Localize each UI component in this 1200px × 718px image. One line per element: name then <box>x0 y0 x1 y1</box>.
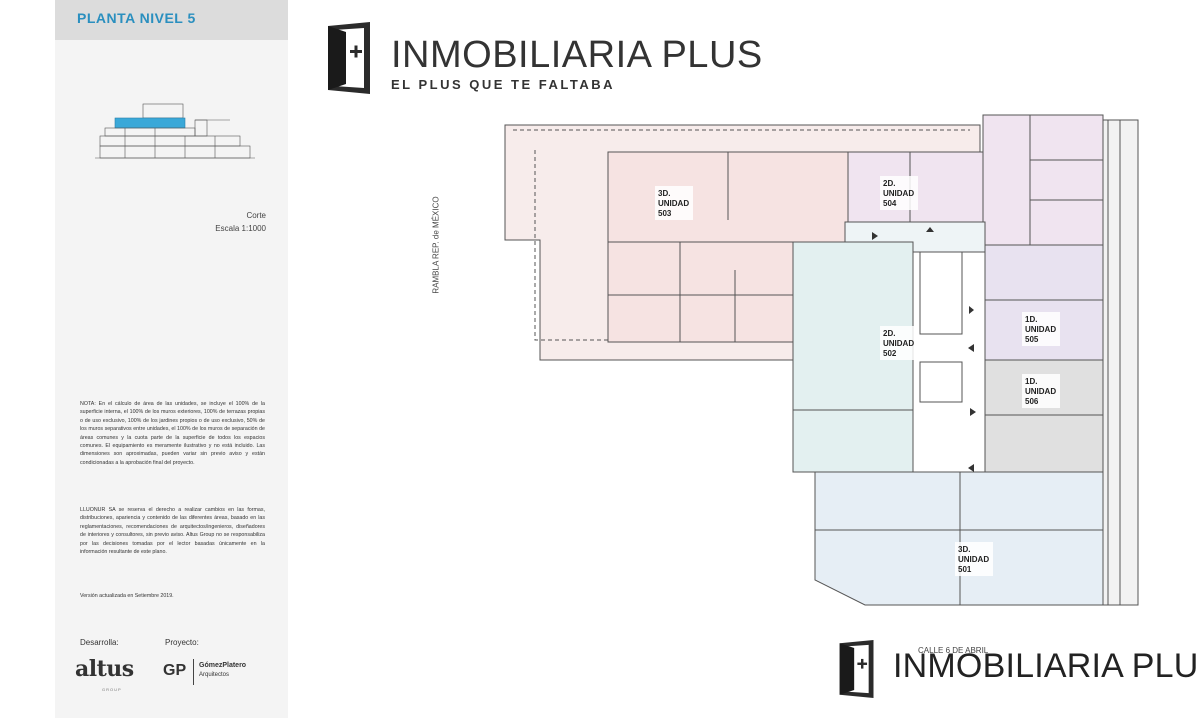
unit-label-bg <box>1022 374 1060 408</box>
unit-labels: 3D.UNIDAD5032D.UNIDAD5042D.UNIDAD5021D.U… <box>655 176 1060 576</box>
unit-506-label-number: 506 <box>1025 397 1039 406</box>
unit-502-label-type: 2D. <box>883 329 895 338</box>
building-section-thumbnail <box>95 103 255 159</box>
section-label: Corte <box>246 211 266 220</box>
door-plus-icon <box>328 22 370 94</box>
unit-label-bg <box>880 326 918 360</box>
rights-note: LLUONUR SA se reserva el derecho a reali… <box>80 507 265 556</box>
circulation-arrows <box>872 227 976 472</box>
area-note: NOTA: En el cálculo de área de las unida… <box>80 401 265 466</box>
street-label-left: RAMBLA REP. de MÉXICO <box>431 196 441 294</box>
brand-logo-bottom: INMOBILIARIA PLUS <box>838 640 1200 700</box>
info-panel: PLANTA NIVEL 5 Corte Escala 1:1000 NOTA:… <box>55 0 288 718</box>
unit-506-label-name: UNIDAD <box>1025 387 1056 396</box>
unit-504-label-type: 2D. <box>883 179 895 188</box>
version-note: Versión actualizada en Setiembre 2019. <box>80 593 174 599</box>
altus-logo-sub: GROUP <box>102 687 122 692</box>
unit-502-label-name: UNIDAD <box>883 339 914 348</box>
stair-core <box>919 251 963 335</box>
architect-logo-divider <box>193 659 194 685</box>
panel-title: PLANTA NIVEL 5 <box>77 10 196 26</box>
developer-label: Desarrolla: <box>80 638 119 647</box>
altus-logo: altus <box>75 656 134 682</box>
unit-505-label-number: 505 <box>1025 335 1039 344</box>
unit-501-label-number: 501 <box>958 565 972 574</box>
project-label: Proyecto: <box>165 638 199 647</box>
unit-label-bg <box>1022 312 1060 346</box>
unit-label-bg <box>955 542 993 576</box>
door-plus-icon <box>839 640 874 698</box>
unit-502-label-number: 502 <box>883 349 897 358</box>
unit-506-label-type: 1D. <box>1025 377 1037 386</box>
street-label-bottom: CALLE 6 DE ABRIL <box>918 646 989 655</box>
unit-504-label-name: UNIDAD <box>883 189 914 198</box>
unit-503-label-number: 503 <box>658 209 672 218</box>
unit-label-bg <box>880 176 918 210</box>
unit-503-label-name: UNIDAD <box>658 199 689 208</box>
panel-header: PLANTA NIVEL 5 <box>55 0 288 40</box>
unit-501-label-type: 3D. <box>958 545 970 554</box>
brand-tagline: EL PLUS QUE TE FALTABA <box>391 77 616 92</box>
unit-501-area <box>814 471 1104 606</box>
unit-501-label-name: UNIDAD <box>958 555 989 564</box>
floor-plan: 3D.UNIDAD5032D.UNIDAD5042D.UNIDAD5021D.U… <box>504 114 1139 606</box>
scale-label: Escala 1:1000 <box>215 224 266 233</box>
unit-504-label-number: 504 <box>883 199 897 208</box>
architect-sub: Arquitectos <box>199 672 230 678</box>
plan-outlines <box>504 114 1139 606</box>
architect-name: GómezPlatero <box>199 662 247 669</box>
unit-505-label-type: 1D. <box>1025 315 1037 324</box>
unit-505-label-name: UNIDAD <box>1025 325 1056 334</box>
unit-west-area <box>607 241 794 343</box>
elevator-core <box>919 361 963 403</box>
brand-logo-top: INMOBILIARIA PLUS EL PLUS QUE TE FALTABA <box>326 22 762 94</box>
unit-label-bg <box>655 186 693 220</box>
unit-ne-area <box>982 114 1104 246</box>
architect-logo-mark: GP <box>163 662 187 679</box>
brand-name-bottom: INMOBILIARIA PLUS <box>893 647 1200 685</box>
brand-name: INMOBILIARIA PLUS <box>391 34 763 76</box>
unit-503-label-type: 3D. <box>658 189 670 198</box>
